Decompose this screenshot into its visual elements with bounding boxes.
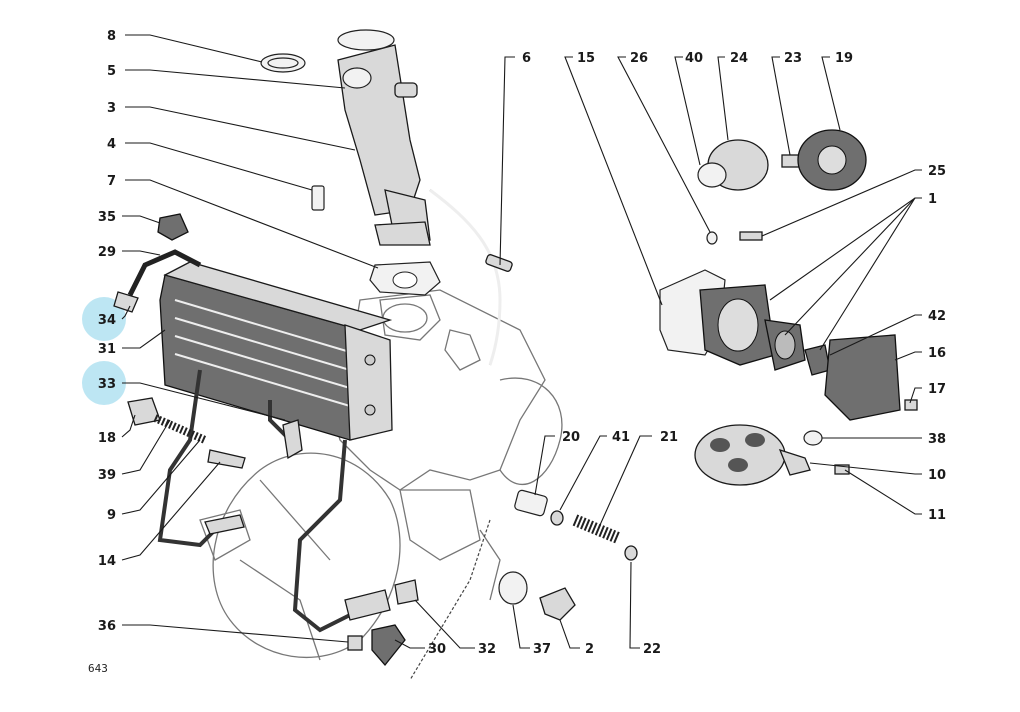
part-label-35: 35	[98, 210, 116, 225]
part-label-21: 21	[660, 430, 678, 445]
part-label-34: 34	[98, 313, 116, 328]
part-label-14: 14	[98, 554, 116, 569]
part-label-26: 26	[630, 51, 648, 66]
part-labels: 8 5 3 4 7 35 29 34 31 33 18 39 9 14 36 3…	[98, 29, 946, 657]
part-label-25: 25	[928, 164, 946, 179]
part-label-20: 20	[562, 430, 580, 445]
part-label-23: 23	[784, 51, 802, 66]
drain-plug-2	[539, 587, 576, 621]
oil-cooler-31	[159, 261, 393, 441]
part-label-41: 41	[612, 430, 630, 445]
part-label-1: 1	[928, 192, 937, 207]
cover-16	[824, 334, 901, 421]
bolt-11	[834, 464, 850, 475]
part-label-40: 40	[685, 51, 703, 66]
nut-36	[347, 635, 363, 651]
part-label-5: 5	[107, 64, 116, 79]
part-label-17: 17	[928, 382, 946, 397]
seal-ring-37	[498, 571, 528, 605]
dipstick	[409, 519, 491, 681]
oil-filler-neck	[260, 29, 431, 246]
part-label-6: 6	[522, 51, 531, 66]
fitting-14	[207, 449, 246, 469]
o-ring-40	[697, 162, 727, 188]
spring-21	[572, 514, 621, 544]
part-label-18: 18	[98, 431, 116, 446]
fitting-32	[394, 579, 419, 605]
highlight-marker-33	[82, 361, 126, 405]
gear-42	[804, 344, 831, 376]
part-label-8: 8	[107, 29, 116, 44]
union-fitting	[344, 589, 391, 621]
part-label-4: 4	[107, 137, 116, 152]
part-label-3: 3	[107, 101, 116, 116]
fitting-34	[113, 291, 139, 313]
oil-pipe-6	[429, 189, 501, 366]
part-label-32: 32	[478, 642, 496, 657]
sleeve-20	[514, 489, 548, 517]
part-label-29: 29	[98, 245, 116, 260]
part-label-7: 7	[107, 174, 116, 189]
part-label-30: 30	[428, 642, 446, 657]
page-number: 643	[88, 662, 108, 675]
bolt-4	[311, 185, 325, 211]
leader-lines	[121, 34, 922, 649]
part-label-36: 36	[98, 619, 116, 634]
washer-22	[624, 545, 638, 561]
cap-35	[157, 213, 189, 241]
part-label-31: 31	[98, 342, 116, 357]
part-label-38: 38	[928, 432, 946, 447]
ball-41	[550, 510, 564, 526]
fitting-23	[781, 154, 801, 168]
part-label-33: 33	[98, 377, 116, 392]
part-label-16: 16	[928, 346, 946, 361]
highlight-marker-34	[82, 297, 126, 341]
hose-29	[127, 249, 202, 297]
part-label-42: 42	[928, 309, 946, 324]
oil-pump-assembly	[659, 129, 918, 486]
part-label-9: 9	[107, 508, 116, 523]
bolt-25	[739, 231, 763, 241]
spring-39	[153, 414, 207, 444]
washer-26	[706, 231, 718, 245]
part-label-37: 37	[533, 642, 551, 657]
o-ring-38	[803, 430, 823, 446]
part-label-19: 19	[835, 51, 853, 66]
oil-line-lower	[157, 369, 217, 548]
part-label-10: 10	[928, 468, 946, 483]
part-label-11: 11	[928, 508, 946, 523]
part-label-22: 22	[643, 642, 661, 657]
part-label-39: 39	[98, 468, 116, 483]
pickup-10	[778, 448, 811, 476]
part-label-24: 24	[730, 51, 748, 66]
clip-30	[371, 624, 406, 667]
part-label-15: 15	[577, 51, 595, 66]
strainer-cover	[694, 424, 786, 486]
part-label-2: 2	[585, 642, 594, 657]
